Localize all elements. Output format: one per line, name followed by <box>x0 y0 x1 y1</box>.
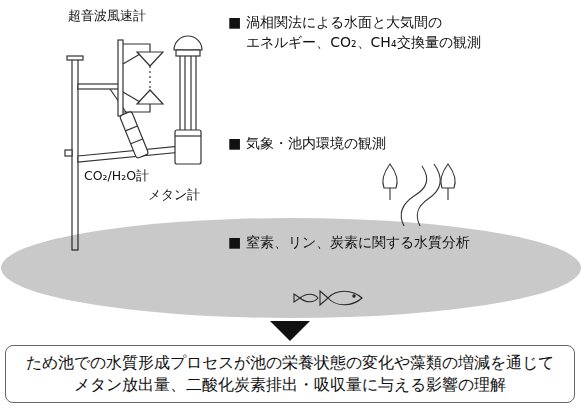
pond-shape <box>1 218 581 318</box>
pond-water <box>1 218 581 318</box>
instrument-label: 超音波風速計 <box>68 8 146 24</box>
analyzer-band <box>125 126 137 131</box>
methane-rod <box>190 56 191 132</box>
flow-arrow <box>270 321 310 341</box>
anemometer-strut <box>123 54 140 102</box>
transducer-top <box>137 52 163 66</box>
pond-text: ■ 窒素、リン、炭素に関する水質分析 <box>228 232 470 252</box>
anemometer-mast <box>118 40 123 116</box>
box-text: ため池での水質形成プロセスが池の栄養状態の変化や藻類の増減を通じて メタン放出量… <box>18 352 562 396</box>
methane-analyzer <box>174 36 202 164</box>
sound-path <box>149 66 150 90</box>
stream-bank <box>417 164 440 226</box>
analyzer-band <box>131 139 143 144</box>
methane-rod <box>179 56 180 132</box>
transducer-bottom <box>137 90 163 104</box>
stream <box>401 164 440 226</box>
pole-knob <box>65 150 72 156</box>
trees <box>383 164 455 200</box>
bullet-note: ■ 気象・池内環境の観測 <box>228 135 386 153</box>
tower-pole <box>72 58 78 250</box>
instrument-label: メタン計 <box>148 187 200 203</box>
analyzer-body <box>119 111 148 159</box>
tree-trunk <box>389 188 390 200</box>
housing-rim <box>175 135 201 136</box>
arrow-head <box>270 321 310 341</box>
tree <box>383 164 397 188</box>
methane-housing <box>175 130 201 164</box>
methane-dome <box>174 36 202 50</box>
methane-rod <box>184 56 185 132</box>
pond-ellipse: ■ 窒素、リン、炭素に関する水質分析 <box>1 218 581 318</box>
sonic-anemometer <box>118 40 163 116</box>
methane-rod <box>195 56 196 132</box>
tree-trunk <box>447 188 448 200</box>
co2-h2o-analyzer <box>119 111 148 159</box>
stream-bank <box>401 166 426 226</box>
pole-cap <box>67 56 83 60</box>
instrument-label: CO₂/H₂O計 <box>84 168 149 184</box>
lower-arm <box>78 146 182 162</box>
methane-head <box>176 50 200 56</box>
bullet-note: ■ 渦相関法による水面と大気間の エネルギー、CO₂、CH₄交換量の観測 <box>228 12 484 52</box>
conclusion-box: ため池での水質形成プロセスが池の栄養状態の変化や藻類の増減を通じて メタン放出量… <box>5 345 575 403</box>
tree <box>441 164 455 188</box>
upper-arm <box>78 84 120 89</box>
